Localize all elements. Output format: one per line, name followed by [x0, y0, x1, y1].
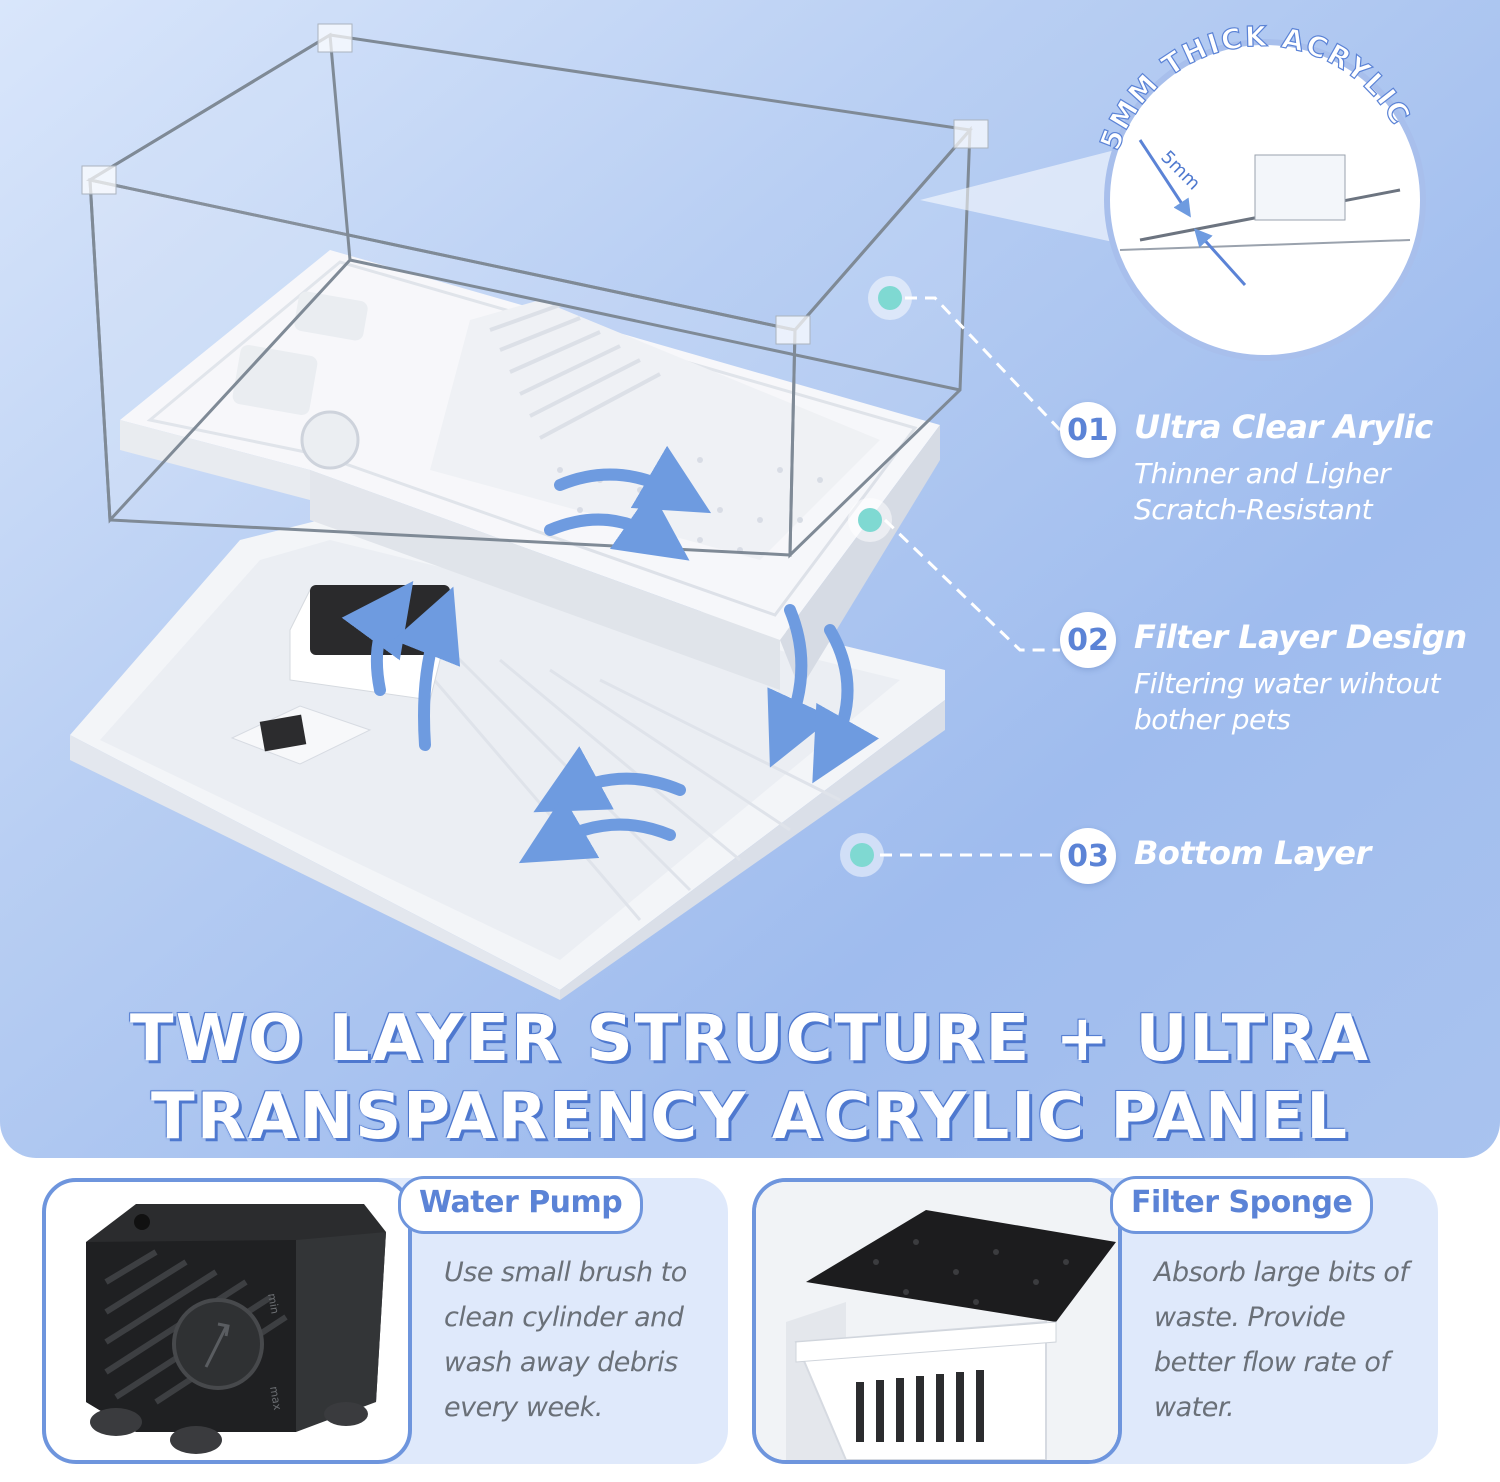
pump-max-label: max	[267, 1385, 284, 1411]
callout-number: 01	[1060, 402, 1116, 458]
water-pump-card: min max Water Pump Use small brush to cl…	[42, 1176, 728, 1464]
callout-title: Filter Layer Design	[1134, 618, 1467, 656]
water-pump-photo: min max	[42, 1178, 412, 1464]
water-pump-description: Use small brush to clean cylinder and wa…	[444, 1257, 687, 1423]
acrylic-tank	[81, 23, 989, 559]
headline-line-1: TWO LAYER STRUCTURE + ULTRA	[129, 1002, 1371, 1076]
callout-description: Thinner and Ligher Scratch-Resistant	[1134, 457, 1390, 526]
filter-sponge-card: Filter Sponge Absorb large bits of waste…	[752, 1176, 1438, 1464]
tank-illustration: 5mm 5MM THICK ACRYLIC	[70, 19, 1426, 1000]
acrylic-thickness-badge: 5mm 5MM THICK ACRYLIC	[920, 19, 1426, 361]
hero-panel: 5mm 5MM THICK ACRYLIC 01 Ultra Clear Ary…	[0, 0, 1500, 1158]
callout-title: Ultra Clear Arylic	[1134, 408, 1433, 446]
callout-leaders	[840, 276, 1062, 877]
filter-layer-tray	[120, 250, 940, 690]
water-pump-icon: min max	[86, 1204, 386, 1454]
callout-number: 03	[1060, 828, 1116, 884]
filter-sponge-description: Absorb large bits of waste. Provide bett…	[1154, 1257, 1409, 1423]
water-pump-tag: Water Pump	[398, 1176, 644, 1234]
callout-title: Bottom Layer	[1134, 834, 1371, 872]
filter-sponge-tag: Filter Sponge	[1110, 1176, 1374, 1234]
flow-arrows	[341, 445, 880, 864]
filter-sponge-icon	[756, 1182, 1118, 1460]
filter-sponge-photo	[752, 1178, 1122, 1464]
callout-number: 02	[1060, 612, 1116, 668]
headline: TWO LAYER STRUCTURE + ULTRA TRANSPARENCY…	[0, 1000, 1500, 1156]
callout-description: Filtering water wihtout bother pets	[1134, 667, 1441, 736]
pump-min-label: min	[265, 1292, 281, 1315]
headline-line-2: TRANSPARENCY ACRYLIC PANEL	[151, 1080, 1349, 1154]
